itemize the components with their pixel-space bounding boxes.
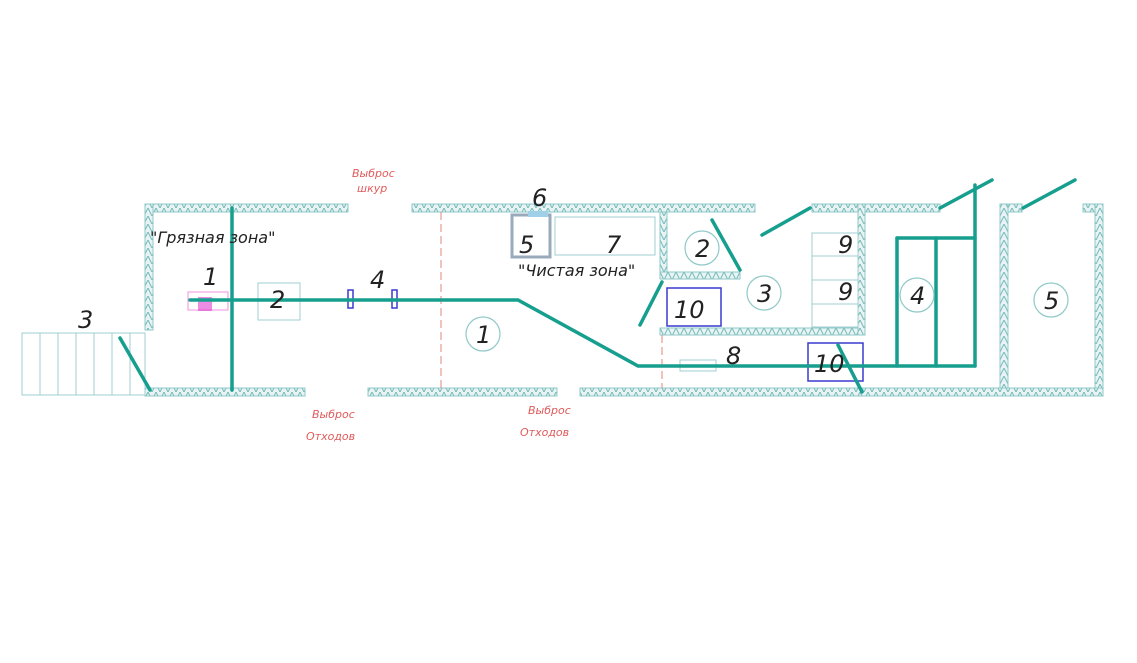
equipment-10-label: 10 <box>674 296 705 324</box>
stairs <box>21 332 146 396</box>
equipment-7-label: 7 <box>606 231 622 259</box>
equipment-9-label: 9 <box>838 231 853 259</box>
equipment-4-label: 4 <box>370 266 385 294</box>
equipment-10b-label: 10 <box>814 350 845 378</box>
equipment-outlines <box>187 211 864 382</box>
note-waste-mid-2: Отходов <box>520 426 569 439</box>
walls <box>144 203 1104 397</box>
equipment-2-label: 2 <box>270 286 285 314</box>
dirty-zone-label: "Грязная зона" <box>150 228 275 247</box>
room-1-label: 1 <box>476 321 491 349</box>
equipment-1-label: 1 <box>203 263 218 291</box>
room-circles <box>465 230 1069 352</box>
room-4-label: 4 <box>910 282 925 310</box>
doors <box>118 178 1077 394</box>
note-waste-left-2: Отходов <box>306 430 355 443</box>
clean-zone-label: "Чистая зона" <box>518 261 635 280</box>
room-3-label: 3 <box>757 280 772 308</box>
equipment-6-label: 6 <box>532 184 547 212</box>
equipment-5-label: 5 <box>519 231 534 259</box>
note-waste-left-1: Выброс <box>312 408 355 421</box>
note-skins-1: Выброс <box>352 167 395 180</box>
note-waste-mid-1: Выброс <box>528 404 571 417</box>
note-skins-2: шкур <box>357 182 387 195</box>
equipment-3-label: 3 <box>78 306 93 334</box>
conveyor-line <box>188 183 977 392</box>
equipment-9b-label: 9 <box>838 278 853 306</box>
equipment-8-label: 8 <box>726 342 741 370</box>
room-2-label: 2 <box>695 235 710 263</box>
room-5-label: 5 <box>1044 287 1059 315</box>
